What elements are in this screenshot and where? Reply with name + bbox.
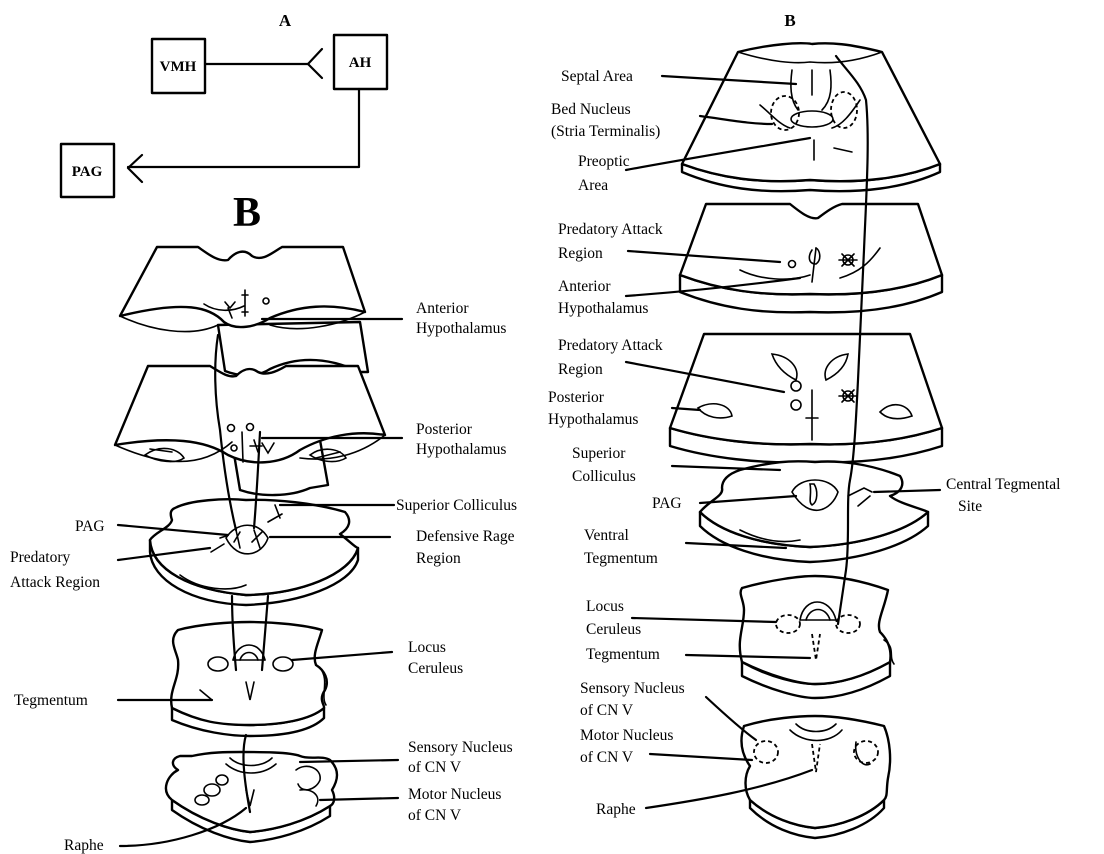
panel-b-title: B [784, 11, 795, 30]
label-a-posterior-2: Hypothalamus [416, 441, 506, 458]
label-a-superior-colliculus: Superior Colliculus [396, 497, 517, 514]
label-a-raphe: Raphe [64, 837, 104, 854]
label-b-locus-2: Ceruleus [586, 621, 641, 638]
label-b-septal: Septal Area [561, 68, 633, 85]
label-a-motor-2: of CN V [408, 807, 462, 824]
panel-a-sub-title: B [233, 190, 261, 236]
label-b-pred2-2: Region [558, 361, 603, 378]
label-b-central-1: Central Tegmental [946, 476, 1060, 493]
panel-a-brain-sections [115, 247, 385, 842]
label-b-anterior-2: Hypothalamus [558, 300, 648, 317]
label-b-sensory-2: of CN V [580, 702, 634, 719]
label-b-posterior-1: Posterior [548, 389, 605, 406]
label-b-pag: PAG [652, 495, 682, 512]
panel-a-title: A [279, 11, 292, 30]
section-b-midbrain [700, 461, 928, 562]
label-b-superior-1: Superior [572, 445, 626, 462]
label-a-defensive-2: Region [416, 550, 461, 567]
label-a-predatory-2: Attack Region [10, 574, 100, 591]
label-a-tegmentum: Tegmentum [14, 692, 88, 709]
label-a-motor-1: Motor Nucleus [408, 786, 501, 803]
label-a-defensive-1: Defensive Rage [416, 528, 515, 545]
label-b-pred1-1: Predatory Attack [558, 221, 663, 238]
label-b-posterior-2: Hypothalamus [548, 411, 638, 428]
section-medulla [166, 752, 337, 842]
panel-b-brain-sections [670, 43, 942, 838]
pag-label: PAG [72, 164, 103, 180]
label-a-locus-2: Ceruleus [408, 660, 463, 677]
label-b-motor-2: of CN V [580, 749, 634, 766]
label-b-anterior-1: Anterior [558, 278, 611, 295]
label-b-sensory-1: Sensory Nucleus [580, 680, 685, 697]
label-b-motor-1: Motor Nucleus [580, 727, 673, 744]
ah-to-pag-connector [128, 89, 359, 167]
label-b-superior-2: Colliculus [572, 468, 636, 485]
ah-to-pag-terminal [128, 155, 142, 182]
label-b-pred1-2: Region [558, 245, 603, 262]
label-b-central-2: Site [958, 498, 982, 515]
label-a-sensory-2: of CN V [408, 759, 462, 776]
label-b-ventral-2: Tegmentum [584, 550, 658, 567]
label-b-locus-1: Locus [586, 598, 624, 615]
section-posterior-hypothalamus [115, 366, 385, 495]
ah-label: AH [349, 55, 372, 71]
section-b-posterior-hypothalamus [670, 334, 942, 462]
label-a-anterior-2: Hypothalamus [416, 320, 506, 337]
label-a-sensory-1: Sensory Nucleus [408, 739, 513, 756]
label-a-pag: PAG [75, 518, 105, 535]
label-a-locus-1: Locus [408, 639, 446, 656]
label-b-preoptic-1: Preoptic [578, 153, 630, 170]
section-pons [171, 622, 327, 736]
label-b-pred2-1: Predatory Attack [558, 337, 663, 354]
section-b-septal-preoptic [682, 43, 940, 191]
label-b-raphe: Raphe [596, 801, 636, 818]
label-b-ventral-1: Ventral [584, 527, 629, 544]
label-b-bed-1: Bed Nucleus [551, 101, 631, 118]
section-anterior-hypothalamus [120, 247, 368, 375]
panel-a-block-diagram: A VMH AH PAG B [61, 11, 387, 236]
label-a-anterior-1: Anterior [416, 300, 469, 317]
vmh-to-ah-terminal [308, 49, 322, 78]
label-b-preoptic-2: Area [578, 177, 608, 194]
section-b-medulla [742, 716, 891, 838]
label-b-bed-2: (Stria Terminalis) [551, 123, 660, 140]
label-a-posterior-1: Posterior [416, 421, 473, 438]
label-a-predatory-1: Predatory [10, 549, 71, 566]
vmh-label: VMH [160, 59, 197, 75]
label-b-tegmentum: Tegmentum [586, 646, 660, 663]
section-b-pons [740, 576, 894, 698]
